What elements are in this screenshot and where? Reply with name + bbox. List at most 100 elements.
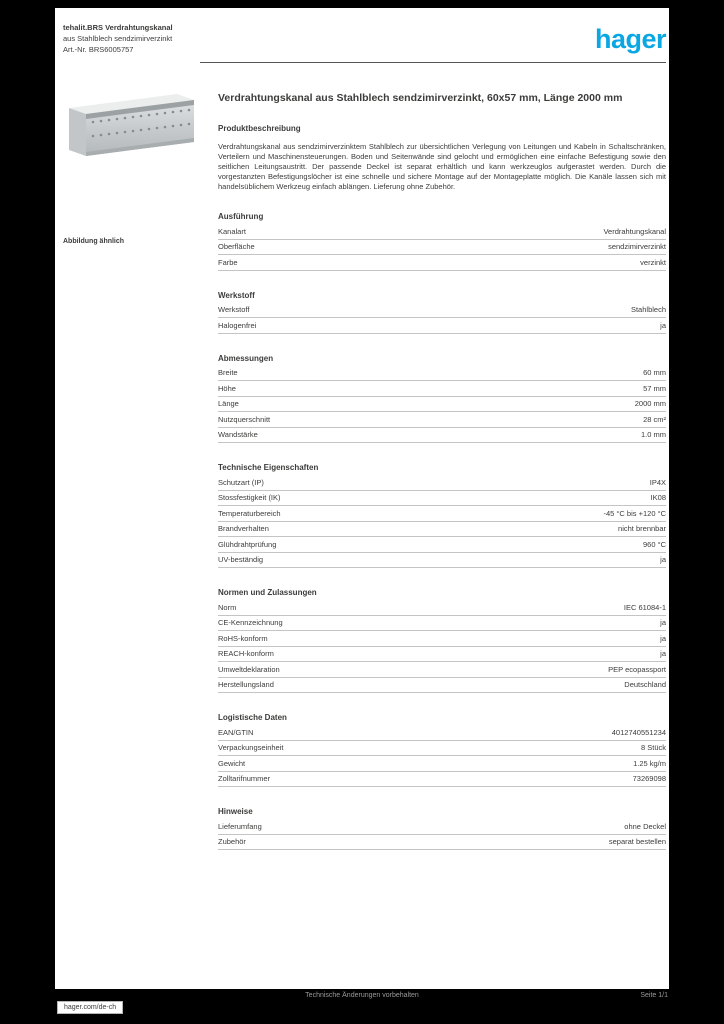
spec-label: Umweltdeklaration xyxy=(218,664,280,674)
footer-website-link[interactable]: hager.com/de-ch xyxy=(57,1001,124,1014)
spec-row: Temperaturbereich -45 °C bis +120 °C xyxy=(218,506,666,522)
section-heading: Abmessungen xyxy=(218,353,274,363)
spec-label: Halogenfrei xyxy=(218,320,257,330)
spec-label: RoHS-konform xyxy=(218,633,268,643)
spec-value: 57 mm xyxy=(643,383,666,393)
spec-value: 1.25 kg/m xyxy=(633,758,666,768)
spec-row: Norm IEC 61084-1 xyxy=(218,600,666,616)
product-description: Verdrahtungskanal aus sendzimirverzinkte… xyxy=(218,142,666,191)
spec-label: Glühdrahtprüfung xyxy=(218,539,277,549)
spec-row: Nutzquerschnitt 28 cm² xyxy=(218,412,666,428)
spec-label: Farbe xyxy=(218,257,238,267)
spec-row: Länge 2000 mm xyxy=(218,397,666,412)
spec-label: Breite xyxy=(218,368,238,377)
spec-value: 4012740551234 xyxy=(611,727,666,737)
spec-label: Oberfläche xyxy=(218,242,255,251)
spec-row: Zubehör separat bestellen xyxy=(218,835,666,850)
spec-label: Zubehör xyxy=(218,837,246,846)
spec-value: ja xyxy=(660,320,666,330)
header-article-number: Art.-Nr. BRS6005757 xyxy=(63,45,134,54)
spec-value: IEC 61084-1 xyxy=(623,602,666,612)
spec-row: Wandstärke 1.0 mm xyxy=(218,428,666,443)
spec-row: Umweltdeklaration PEP ecopassport xyxy=(218,662,666,678)
spec-row: Breite 60 mm xyxy=(218,366,666,381)
spec-value: ja xyxy=(660,618,666,627)
spec-label: Kanalart xyxy=(218,226,246,236)
spec-row: Höhe 57 mm xyxy=(218,381,666,397)
product-title: Verdrahtungskanal aus Stahlblech sendzim… xyxy=(218,92,623,104)
header-product-family: tehalit.BRS Verdrahtungskanal xyxy=(63,23,173,32)
spec-value: 960 °C xyxy=(642,539,666,549)
spec-value: PEP ecopassport xyxy=(608,664,666,674)
spec-label: Temperaturbereich xyxy=(218,508,281,518)
spec-row: Lieferumfang ohne Deckel xyxy=(218,819,666,835)
spec-label: Schutzart (IP) xyxy=(218,477,264,487)
section-heading: Logistische Daten xyxy=(218,713,287,722)
spec-row: RoHS-konform ja xyxy=(218,631,666,647)
spec-label: Verpackungseinheit xyxy=(218,743,284,752)
spec-label: Werkstoff xyxy=(218,305,250,314)
footer-page-number: Seite 1/1 xyxy=(640,992,668,999)
section-normen: Normen und Zulassungen Norm IEC 61084-1 … xyxy=(218,588,666,693)
datasheet-page: tehalit.BRS Verdrahtungskanal aus Stahlb… xyxy=(55,8,669,989)
spec-label: UV-beständig xyxy=(218,555,264,564)
spec-row: Herstellungsland Deutschland xyxy=(218,678,666,693)
spec-value: ja xyxy=(660,555,666,564)
spec-label: EAN/GTIN xyxy=(218,727,254,737)
spec-value: 1.0 mm xyxy=(640,430,666,439)
header-divider xyxy=(200,62,666,63)
spec-row: Werkstoff Stahlblech xyxy=(218,303,666,318)
spec-row: Verpackungseinheit 8 Stück xyxy=(218,741,666,756)
section-heading: Hinweise xyxy=(218,807,253,816)
spec-label: Gewicht xyxy=(218,758,246,768)
spec-label: Norm xyxy=(218,602,237,612)
spec-value: 2000 mm xyxy=(634,399,666,408)
spec-value: verzinkt xyxy=(640,257,666,267)
section-abmessungen: Abmessungen Breite 60 mm Höhe 57 mm Läng… xyxy=(218,353,666,443)
spec-row: Farbe verzinkt xyxy=(218,255,666,271)
spec-row: Stossfestigkeit (IK) IK08 xyxy=(218,491,666,506)
spec-row: Zolltarifnummer 73269098 xyxy=(218,772,666,787)
spec-value: ja xyxy=(660,633,666,643)
spec-label: Zolltarifnummer xyxy=(218,774,271,783)
section-werkstoff: Werkstoff Werkstoff Stahlblech Halogenfr… xyxy=(218,291,666,334)
spec-label: Herstellungsland xyxy=(218,680,274,689)
spec-row: CE-Kennzeichnung ja xyxy=(218,616,666,631)
hager-logo: hager xyxy=(594,24,667,54)
spec-value: separat bestellen xyxy=(608,837,666,846)
spec-value: 28 cm² xyxy=(643,414,666,424)
header-product-info: tehalit.BRS Verdrahtungskanal aus Stahlb… xyxy=(63,22,173,55)
spec-value: Verdrahtungskanal xyxy=(603,226,666,236)
header-product-subtitle: aus Stahlblech sendzimirverzinkt xyxy=(63,34,173,43)
spec-value: IK08 xyxy=(650,493,666,502)
spec-row: Gewicht 1.25 kg/m xyxy=(218,756,666,772)
spec-column: Verdrahtungskanal aus Stahlblech sendzim… xyxy=(218,92,666,850)
spec-value: nicht brennbar xyxy=(618,524,666,533)
spec-value: ohne Deckel xyxy=(624,821,666,831)
spec-value: Stahlblech xyxy=(630,305,666,314)
spec-row: EAN/GTIN 4012740551234 xyxy=(218,725,666,741)
product-image xyxy=(63,88,200,166)
spec-value: 73269098 xyxy=(632,774,666,783)
spec-row: Brandverhalten nicht brennbar xyxy=(218,522,666,537)
section-heading: Technische Eigenschaften xyxy=(218,463,319,472)
section-logistische-daten: Logistische Daten EAN/GTIN 4012740551234… xyxy=(218,713,666,787)
spec-label: REACH-konform xyxy=(218,649,274,658)
section-heading: Ausführung xyxy=(218,212,264,221)
description-heading: Produktbeschreibung xyxy=(218,124,301,133)
spec-value: ja xyxy=(660,649,666,658)
spec-value: -45 °C bis +120 °C xyxy=(603,508,667,518)
spec-row: Kanalart Verdrahtungskanal xyxy=(218,224,666,240)
spec-row: Schutzart (IP) IP4X xyxy=(218,475,666,491)
spec-label: Lieferumfang xyxy=(218,821,262,831)
section-heading: Werkstoff xyxy=(218,290,255,300)
spec-value: Deutschland xyxy=(624,680,666,689)
spec-label: Nutzquerschnitt xyxy=(218,414,271,424)
spec-row: UV-beständig ja xyxy=(218,553,666,568)
section-technische-eigenschaften: Technische Eigenschaften Schutzart (IP) … xyxy=(218,463,666,568)
image-caption: Abbildung ähnlich xyxy=(63,238,125,245)
spec-row: Oberfläche sendzimirverzinkt xyxy=(218,240,666,255)
spec-value: IP4X xyxy=(649,477,666,487)
spec-label: Wandstärke xyxy=(218,430,258,439)
